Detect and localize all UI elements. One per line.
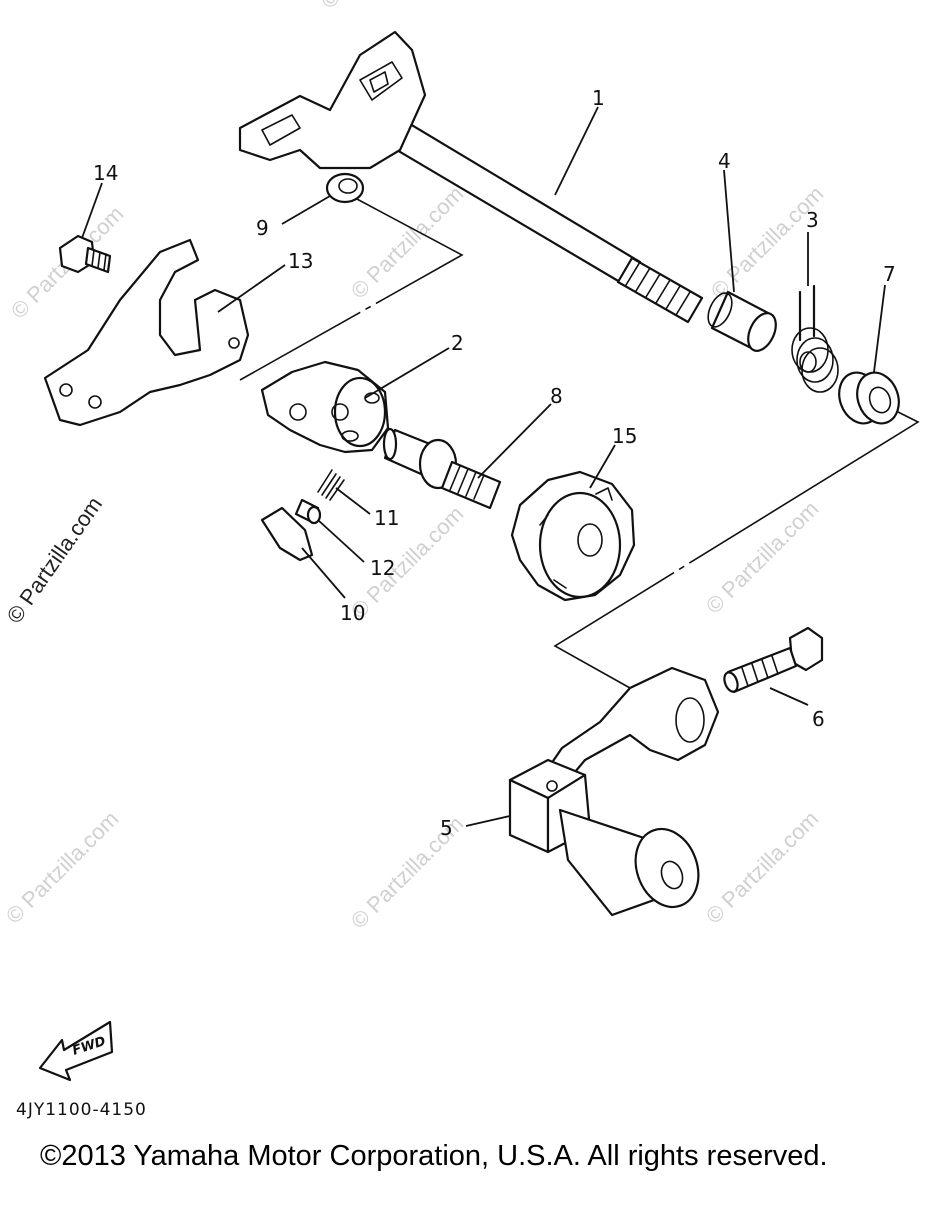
- watermark-text: © Partzilla.com: [701, 806, 824, 929]
- watermark-text: © Partzilla.com: [706, 181, 829, 304]
- callout-3: 3: [806, 208, 819, 232]
- callout-labels: 1 2 3 4 5 6 7 8 9 10 11 12 13 14 15: [93, 86, 896, 840]
- callout-5: 5: [440, 816, 453, 840]
- callout-12: 12: [370, 556, 395, 580]
- watermark-text: © Partzilla.com: [1, 806, 124, 929]
- leader-13: [217, 264, 286, 313]
- side-watermark: © Partzilla.com: [2, 492, 108, 628]
- shaft-part-8: [382, 427, 502, 510]
- assembly-lines: [239, 197, 920, 689]
- copyright-notice: ©2013 Yamaha Motor Corporation, U.S.A. A…: [40, 1140, 828, 1172]
- watermark-text: © Partzilla.com: [316, 0, 439, 14]
- leader-9: [281, 195, 331, 225]
- leader-14: [81, 182, 103, 239]
- callout-7: 7: [883, 262, 896, 286]
- callout-2: 2: [451, 331, 464, 355]
- leader-2: [364, 347, 450, 399]
- spring-part-11: [317, 469, 345, 501]
- callout-11: 11: [374, 506, 399, 530]
- leader-10: [301, 547, 346, 599]
- bolt-part-6: [723, 626, 824, 694]
- leader-12: [317, 519, 365, 563]
- leader-1: [554, 106, 599, 196]
- pawl-holder-part-2: [260, 360, 390, 454]
- leader-15: [589, 444, 616, 489]
- leader-11: [335, 487, 371, 515]
- watermark-text: © Partzilla.com: [701, 496, 824, 619]
- washer-part-9: [325, 172, 365, 204]
- callout-15: 15: [612, 424, 637, 448]
- fwd-arrow-icon: FWD: [38, 1020, 114, 1082]
- leader-7: [873, 284, 886, 373]
- callout-6: 6: [812, 707, 825, 731]
- leader-8: [477, 403, 552, 479]
- callout-1: 1: [592, 86, 605, 110]
- diagram-part-number: 4JY1100-4150: [16, 1100, 147, 1120]
- collar-part-4: [707, 290, 777, 352]
- leader-lines: [81, 106, 886, 827]
- segment-part-15: [510, 470, 636, 602]
- callout-14: 14: [93, 161, 118, 185]
- callout-8: 8: [550, 384, 563, 408]
- stopper-lever-part-13: [43, 238, 250, 427]
- pawl-part-10: [260, 506, 314, 562]
- shift-shaft-part-1: [238, 30, 704, 324]
- leader-4: [723, 169, 735, 293]
- callout-4: 4: [718, 149, 731, 173]
- torsion-spring-part-3: [791, 284, 839, 393]
- bolt-part-14: [58, 234, 112, 274]
- callout-10: 10: [340, 601, 365, 625]
- bearing-part-7: [838, 371, 900, 425]
- leader-5: [465, 815, 511, 827]
- shift-pedal-part-5: [508, 666, 720, 917]
- pin-part-12: [294, 498, 322, 525]
- callout-9: 9: [256, 216, 269, 240]
- callout-13: 13: [288, 249, 313, 273]
- leader-6: [769, 687, 809, 706]
